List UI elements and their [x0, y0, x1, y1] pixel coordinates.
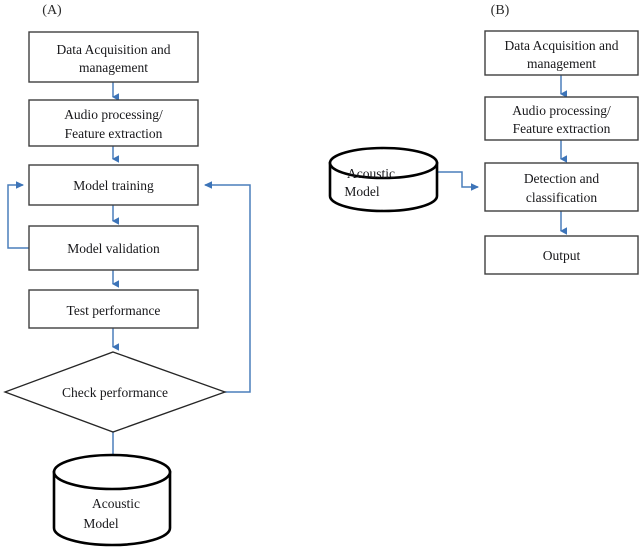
node-b-audio-processing-line2: Feature extraction: [513, 121, 611, 136]
node-a-check-performance[interactable]: [3, 351, 227, 433]
connector-validation-feedback-loop: [7, 181, 29, 249]
node-a-data-acquisition[interactable]: [28, 31, 199, 83]
node-a-test-performance-label: Test performance: [67, 303, 161, 318]
node-a-acoustic-model-line2: Model: [83, 516, 118, 531]
node-a-audio-processing[interactable]: [28, 99, 199, 147]
node-a-model-training-label: Model training: [73, 178, 154, 193]
node-a-data-acquisition-line2: management: [79, 60, 148, 75]
node-b-data-acquisition-line1: Data Acquisition and: [505, 38, 619, 53]
node-a-model-validation[interactable]: [28, 225, 199, 271]
node-a-model-validation-label: Model validation: [67, 241, 160, 256]
node-a-check-performance-label: Check performance: [62, 385, 168, 400]
node-b-detection-classification[interactable]: [484, 162, 639, 212]
node-a-acoustic-model[interactable]: [52, 453, 172, 547]
panel-a-label: (A): [42, 3, 62, 18]
node-b-audio-processing[interactable]: [484, 96, 639, 141]
node-a-data-acquisition-line1: Data Acquisition and: [57, 42, 171, 57]
node-a-model-training[interactable]: [28, 164, 199, 206]
node-a-test-performance[interactable]: [28, 289, 199, 329]
node-b-acoustic-model-line1: Acoustic: [347, 166, 395, 181]
node-b-data-acquisition-line2: management: [527, 56, 596, 71]
node-a-acoustic-model-line1: Acoustic: [92, 496, 140, 511]
node-a-audio-processing-line2: Feature extraction: [65, 126, 163, 141]
node-b-output[interactable]: [484, 235, 639, 275]
connector-check-feedback-loop: [204, 181, 251, 393]
node-a-audio-processing-line1: Audio processing/: [64, 107, 163, 122]
node-b-detection-line2: classification: [526, 190, 597, 205]
node-b-detection-line1: Detection and: [524, 171, 600, 186]
panel-b-label: (B): [491, 3, 510, 18]
node-b-audio-processing-line1: Audio processing/: [512, 103, 611, 118]
node-b-acoustic-model-line2: Model: [344, 184, 379, 199]
node-b-acoustic-model[interactable]: [328, 146, 439, 213]
connector-b-acoustic-model-to-detection: [437, 171, 479, 191]
node-b-data-acquisition[interactable]: [484, 30, 639, 76]
node-b-output-label: Output: [543, 248, 581, 263]
